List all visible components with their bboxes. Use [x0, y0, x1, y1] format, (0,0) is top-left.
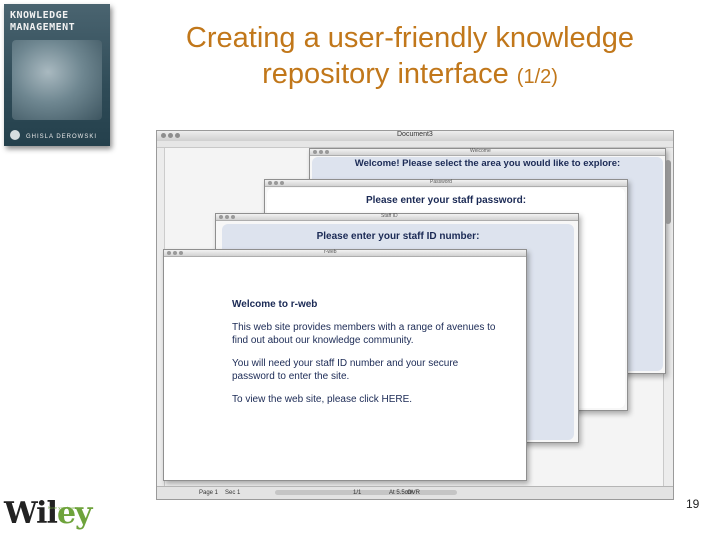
window-welcome: r-web Welcome to r-web This web site pro…	[163, 249, 527, 481]
zoom-icon[interactable]	[179, 251, 183, 255]
close-icon[interactable]	[219, 215, 223, 219]
wiley-logo: Wiley	[4, 496, 92, 531]
welcome-paragraph-3[interactable]: To view the web site, please click HERE.	[232, 394, 413, 405]
minimize-icon[interactable]	[173, 251, 177, 255]
app-toolbar[interactable]	[157, 141, 673, 148]
minimize-icon[interactable]	[319, 150, 323, 154]
status-page: Page 1	[199, 490, 219, 496]
slide-title-line2: repository interface	[262, 58, 509, 90]
publisher-logo-icon	[10, 130, 20, 140]
book-title-line1: KNOWLEDGE	[10, 10, 69, 21]
close-icon[interactable]	[167, 251, 171, 255]
zoom-icon[interactable]	[325, 150, 329, 154]
wiley-logo-accent: ey	[56, 496, 93, 531]
explore-heading: Welcome! Please select the area you woul…	[354, 158, 621, 169]
welcome-heading: Welcome to r-web	[232, 299, 318, 310]
book-cover-image: KNOWLEDGE MANAGEMENT GHISLA DEROWSKI	[4, 4, 110, 146]
wiley-tagline: Now you know.	[48, 505, 79, 510]
book-title: KNOWLEDGE MANAGEMENT	[10, 10, 75, 34]
minimize-icon[interactable]	[274, 181, 278, 185]
status-section: Sec 1	[225, 490, 241, 496]
slide-title-line2-wrap: repository interface (1/2)	[120, 56, 700, 95]
zoom-icon[interactable]	[231, 215, 235, 219]
window-password-titlebar[interactable]: Password	[265, 179, 627, 187]
app-window: Document3 Welcome Welcome! Please select…	[156, 130, 674, 500]
book-title-line2: MANAGEMENT	[10, 22, 76, 33]
window-welcome-titlebar[interactable]: r-web	[164, 249, 526, 257]
close-icon[interactable]	[313, 150, 317, 154]
window-staff-id-titlebar[interactable]: Staff ID	[216, 213, 578, 221]
zoom-window-icon[interactable]	[175, 133, 180, 138]
minimize-window-icon[interactable]	[168, 133, 173, 138]
status-view-mode: OVR	[407, 490, 421, 496]
staff-id-heading: Please enter your staff ID number:	[316, 231, 480, 242]
welcome-paragraph-2: You will need your staff ID number and y…	[232, 358, 459, 382]
welcome-paragraph-1: This web site provides members with a ra…	[232, 322, 496, 346]
minimize-icon[interactable]	[225, 215, 229, 219]
slide-title: Creating a user-friendly knowledge repos…	[120, 20, 700, 95]
book-author: GHISLA DEROWSKI	[26, 134, 98, 140]
welcome-body: Welcome to r-web This web site provides …	[232, 298, 502, 416]
slide-title-part: (1/2)	[516, 66, 558, 88]
wiley-logo-text: Wil	[4, 496, 58, 531]
app-window-title: Document3	[397, 131, 433, 138]
window-password-title: Password	[430, 179, 452, 185]
window-explore-title: Welcome	[470, 148, 491, 154]
close-window-icon[interactable]	[161, 133, 166, 138]
status-zoom: At 5.5cm	[389, 490, 413, 496]
window-welcome-title: r-web	[324, 249, 337, 255]
status-bar: Page 1 Sec 1 1/1 At 5.5cm OVR	[157, 486, 673, 499]
scroll-thumb[interactable]	[665, 160, 671, 224]
slide-title-line1: Creating a user-friendly knowledge	[185, 22, 635, 54]
password-heading: Please enter your staff password:	[365, 195, 527, 206]
close-icon[interactable]	[268, 181, 272, 185]
horizontal-scrollbar[interactable]	[275, 490, 457, 495]
book-cover-art	[12, 40, 102, 120]
window-staff-id-title: Staff ID	[381, 213, 398, 219]
status-position: 1/1	[353, 490, 362, 496]
window-explore-titlebar[interactable]: Welcome	[310, 148, 665, 156]
zoom-icon[interactable]	[280, 181, 284, 185]
slide-number: 19	[686, 497, 700, 511]
